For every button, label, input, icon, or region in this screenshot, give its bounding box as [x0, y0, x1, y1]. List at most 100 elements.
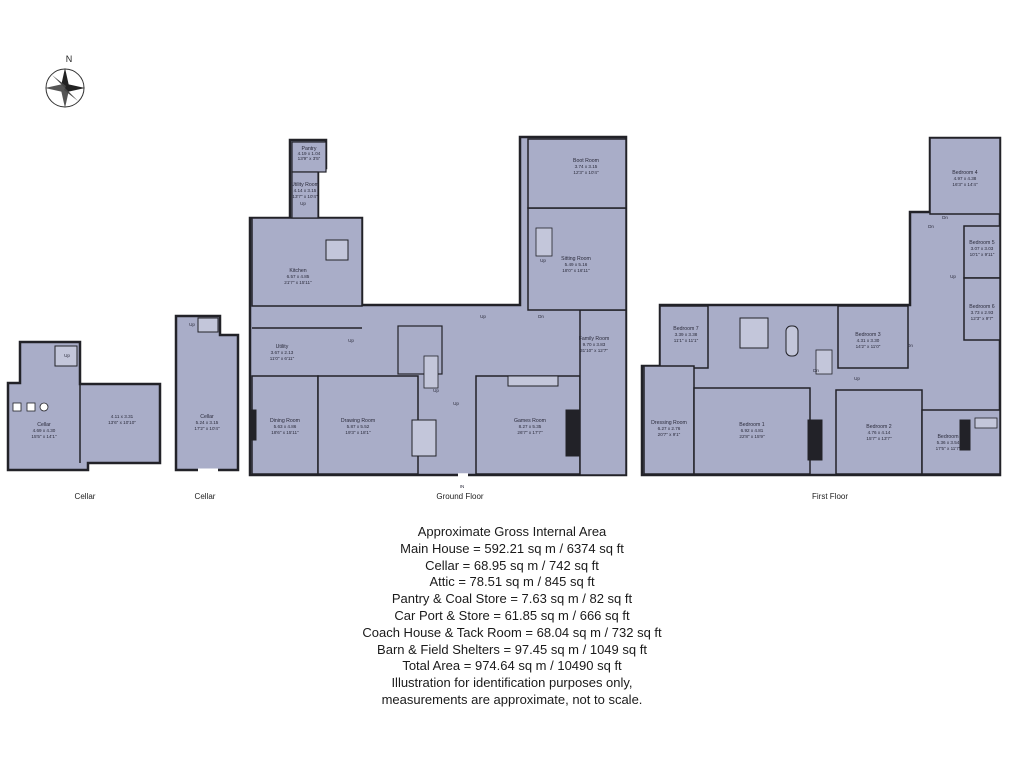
room-name: Bedroom 6 [969, 304, 994, 310]
room-dim-imperial: 13'9" x 3'5" [298, 156, 321, 161]
area-line: Pantry & Coal Store = 7.63 sq m / 82 sq … [391, 591, 633, 607]
room-name: Bedroom 4 [952, 170, 977, 176]
floor-plan: N [6, 54, 1002, 501]
room-name: Sitting Room [561, 256, 591, 262]
room-name: Dressing Room [651, 420, 687, 426]
pantry-label: Pantry 4.19 x 1.04 13'9" x 3'5" [298, 146, 321, 161]
cellar-left-plan [6, 340, 162, 472]
room-dim-metric: 9.70 x 3.83 [583, 342, 606, 347]
stair-up-marker: Up [950, 274, 956, 279]
room-dim-imperial: 12'3" x 9'7" [971, 316, 994, 321]
room-dim-metric: 3.73 x 2.93 [971, 310, 994, 315]
kitchen-label: Kitchen 6.57 x 4.85 21'7" x 15'11" [284, 268, 312, 285]
boot-room-label: Boot Room 3.74 x 3.15 12'3" x 10'4" [573, 158, 599, 175]
room-name: Games Room [514, 418, 546, 424]
room-name: Pantry [302, 146, 317, 152]
room-name: Drawing Room [341, 418, 375, 424]
room-name: Boot Room [573, 158, 599, 164]
bedroom-4-label: Bedroom 4 4.97 x 4.38 16'3" x 14'4" [952, 170, 978, 187]
games-room-label: Games Room 8.27 x 5.35 26'7" x 17'7" [514, 418, 546, 435]
area-heading: Approximate Gross Internal Area [417, 524, 607, 539]
room-dim-metric: 3.07 x 3.03 [971, 246, 994, 251]
stair-up-marker: Up [540, 258, 546, 263]
stair-dn-marker: Dn [813, 368, 819, 373]
stair-up-marker: Up [854, 376, 860, 381]
bedroom-label: Bedroom 5.36 x 3.54 17'5" x 11'7" [936, 434, 961, 451]
utility-label: Utility 3.67 x 2.13 11'0" x 6'11" [270, 344, 295, 361]
bedroom-3-label: Bedroom 3 4.31 x 3.30 14'2" x 11'0" [855, 332, 880, 349]
area-line: Barn & Field Shelters = 97.45 sq m / 104… [377, 641, 647, 657]
stair-dn-marker: Dn [942, 215, 948, 220]
compass-icon: N [45, 54, 85, 108]
bedroom-7-label: Bedroom 7 3.39 x 3.38 11'1" x 11'1" [673, 326, 698, 343]
first-floor-plan [640, 136, 1002, 477]
room-dim-metric: 4.97 x 4.38 [954, 176, 977, 181]
stair-up-marker: Up [348, 338, 354, 343]
room-dim-imperial: 14'2" x 11'0" [856, 344, 881, 349]
area-line: Coach House & Tack Room = 68.04 sq m / 7… [362, 624, 662, 640]
stair-up-marker: Up [64, 353, 70, 358]
room-name: Bedroom 5 [969, 240, 994, 246]
room-dim-imperial: 11'1" x 11'1" [674, 338, 699, 343]
stair-up-marker: Up [480, 314, 486, 319]
stair-dn-marker: Dn [928, 224, 934, 229]
room-dim-imperial: 16'3" x 14'4" [952, 182, 978, 187]
bedroom-6-label: Bedroom 6 3.73 x 2.93 12'3" x 9'7" [969, 304, 994, 321]
cellar-b-label: 4.11 x 3.31 13'6" x 10'10" [108, 414, 136, 425]
room-dim-metric: 4.69 x 4.30 [33, 428, 56, 433]
disclaimer-line: Illustration for identification purposes… [391, 675, 633, 691]
area-total: Total Area = 974.64 sq m / 10490 sq ft [402, 658, 622, 674]
room-dim-metric: 6.92 x 4.81 [741, 428, 764, 433]
room-name: Cellar [37, 422, 51, 428]
room-name: Bedroom 1 [739, 422, 764, 428]
room-dim-metric: 6.57 x 4.85 [287, 274, 310, 279]
cellar-a-label: Cellar 4.69 x 4.30 15'5" x 14'1" [31, 422, 57, 439]
room-dim-metric: 5.36 x 3.54 [937, 440, 960, 445]
room-name: Cellar [200, 414, 214, 420]
room-dim-imperial: 17'2" x 10'4" [194, 426, 220, 431]
stair-dn-marker: Dn [538, 314, 544, 319]
area-line: Car Port & Store = 61.85 sq m / 666 sq f… [394, 607, 630, 623]
stair-up-marker: Up [433, 388, 439, 393]
area-line: Attic = 78.51 sq m / 845 sq ft [429, 574, 595, 590]
room-dim-imperial: 15'7" x 13'7" [866, 436, 892, 441]
room-name: Dining Room [270, 418, 300, 424]
utility-room-label: Utility Room 4.14 x 3.15 13'7" x 10'4" [291, 182, 319, 199]
room-dim-metric: 5.87 x 5.52 [347, 424, 370, 429]
dining-room-label: Dining Room 5.63 x 4.86 18'6" x 15'11" [270, 418, 300, 435]
cellar-mid-plan [174, 314, 240, 472]
room-name: Utility [276, 344, 289, 350]
floor-label-first: First Floor [812, 492, 848, 501]
room-name: Utility Room [291, 182, 319, 188]
room-dim-metric: 4.11 x 3.31 [111, 414, 134, 419]
floor-label-cellar-left: Cellar [75, 492, 96, 501]
room-name: Kitchen [289, 268, 306, 274]
room-dim-imperial: 17'5" x 11'7" [936, 446, 961, 451]
room-dim-imperial: 11'0" x 6'11" [270, 356, 295, 361]
room-name: Bedroom 2 [866, 424, 891, 430]
area-line: Main House = 592.21 sq m / 6374 sq ft [400, 540, 624, 556]
room-name: Bedroom 7 [673, 326, 698, 332]
room-dim-metric: 4.31 x 3.30 [857, 338, 880, 343]
ground-floor-plan [248, 135, 628, 477]
bedroom-2-label: Bedroom 2 4.76 x 4.14 15'7" x 13'7" [866, 424, 892, 441]
room-dim-imperial: 15'5" x 14'1" [31, 434, 57, 439]
room-dim-metric: 3.67 x 2.13 [271, 350, 294, 355]
room-dim-metric: 4.14 x 3.15 [294, 188, 317, 193]
bedroom-1-label: Bedroom 1 6.92 x 4.81 22'8" x 15'9" [739, 422, 765, 439]
room-dim-imperial: 18'0" x 16'11" [562, 268, 590, 273]
stair-up-marker: Up [300, 201, 306, 206]
compass-north-label: N [66, 54, 73, 64]
disclaimer-line: measurements are approximate, not to sca… [381, 691, 643, 707]
room-dim-imperial: 13'7" x 10'4" [292, 194, 318, 199]
cellar-c-label: Cellar 5.24 x 3.15 17'2" x 10'4" [194, 414, 220, 431]
stair-up-marker: Up [189, 322, 195, 327]
room-dim-imperial: 21'7" x 15'11" [284, 280, 312, 285]
room-dim-metric: 4.76 x 4.14 [868, 430, 891, 435]
stair-up-marker: Up [453, 401, 459, 406]
area-line: Cellar = 68.95 sq m / 742 sq ft [425, 557, 599, 573]
entrance-marker: IN [460, 484, 465, 489]
room-dim-metric: 4.19 x 1.04 [298, 151, 321, 156]
room-name: Bedroom 3 [855, 332, 880, 338]
stair-dn-marker: Dn [907, 343, 913, 348]
